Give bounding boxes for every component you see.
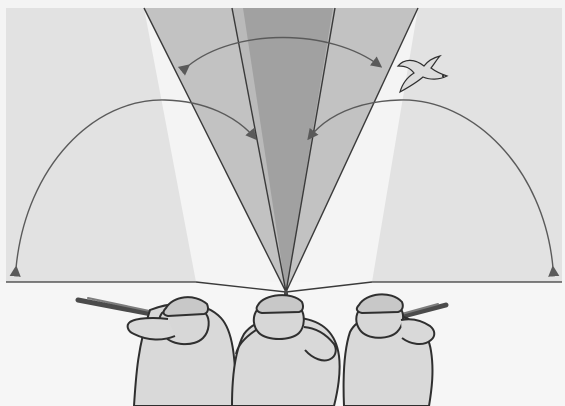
right-shooter <box>344 294 446 406</box>
